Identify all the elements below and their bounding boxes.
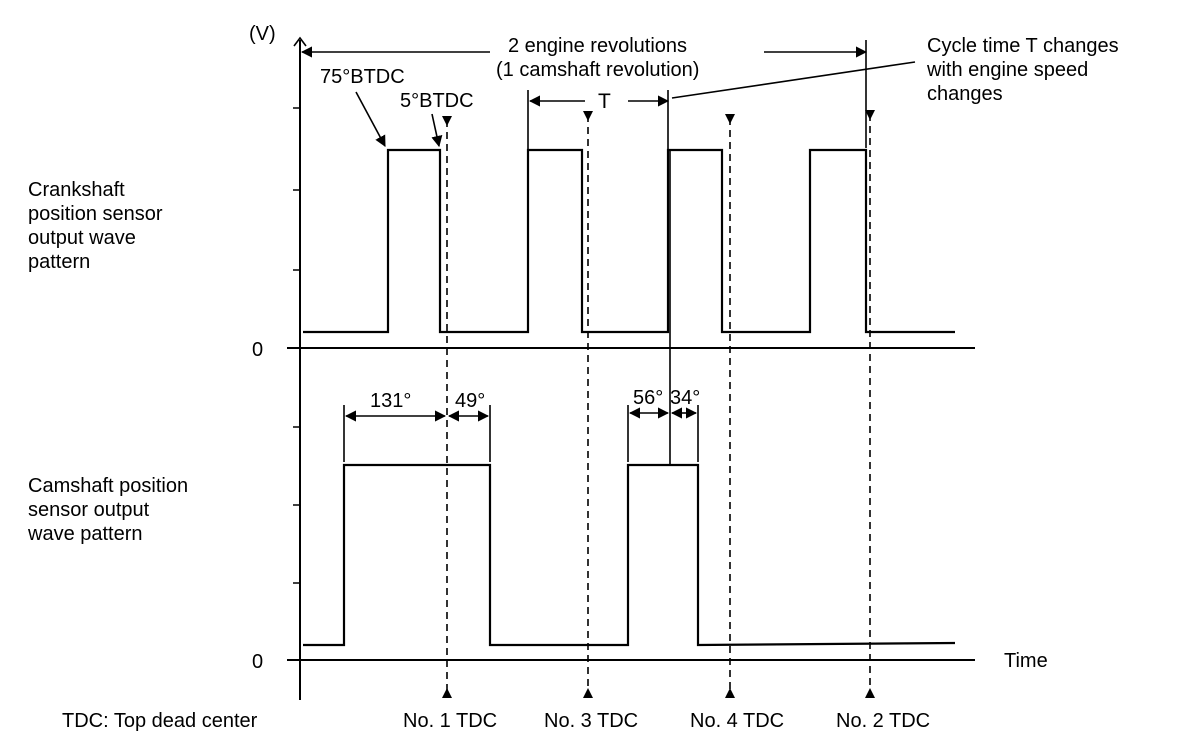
revolutions-label-line1: 2 engine revolutions (508, 35, 687, 57)
cycle-symbol-label: T (598, 90, 611, 113)
time-axis-label: Time (1004, 650, 1048, 672)
tdc1-top-marker (442, 116, 452, 126)
cam-label-line3: wave pattern (27, 523, 143, 545)
crank-label-line4: pattern (28, 251, 90, 273)
tdc3-label: No. 3 TDC (544, 710, 638, 732)
cycle-note-line1: Cycle time T changes (927, 35, 1119, 57)
tdc-legend: TDC: Top dead center (62, 710, 258, 732)
tdc2-label: No. 2 TDC (836, 710, 930, 732)
tdc4-bottom-marker (725, 688, 735, 698)
deg49-label: 49° (455, 390, 485, 412)
tdc1-label: No. 1 TDC (403, 710, 497, 732)
crank-zero-label: 0 (252, 339, 263, 361)
deg34-label: 34° (670, 387, 700, 409)
cycle-note-line3: changes (927, 83, 1003, 105)
crank-waveform (303, 148, 955, 334)
y-axis-cap (293, 36, 307, 47)
deg131-label: 131° (370, 390, 411, 412)
btdc75-label: 75°BTDC (320, 66, 405, 88)
crank-label-line1: Crankshaft (28, 179, 125, 201)
cycle-note-line2: with engine speed (926, 59, 1088, 81)
tdc3-top-marker (583, 111, 593, 121)
y-unit-label: (V) (249, 23, 276, 45)
tdc1-bottom-marker (442, 688, 452, 698)
tdc4-top-marker (725, 114, 735, 124)
btdc5-leader (431, 113, 443, 148)
revolutions-label-line2: (1 camshaft revolution) (496, 59, 699, 81)
tdc2-bottom-marker (865, 688, 875, 698)
tdc3-bottom-marker (583, 688, 593, 698)
cycle-note-leader (671, 61, 916, 99)
tdc2-top-marker (865, 110, 875, 120)
btdc5-label: 5°BTDC (400, 90, 474, 112)
deg56-label: 56° (633, 387, 663, 409)
cam-waveform (303, 463, 956, 647)
btdc75-leader (355, 91, 386, 147)
cam-zero-label: 0 (252, 651, 263, 673)
cam-label-line1: Camshaft position (28, 475, 188, 497)
tdc4-label: No. 4 TDC (690, 710, 784, 732)
cam-label-line2: sensor output (28, 499, 150, 521)
crank-label-line3: output wave (28, 227, 136, 249)
crank-label-line2: position sensor (28, 203, 163, 225)
